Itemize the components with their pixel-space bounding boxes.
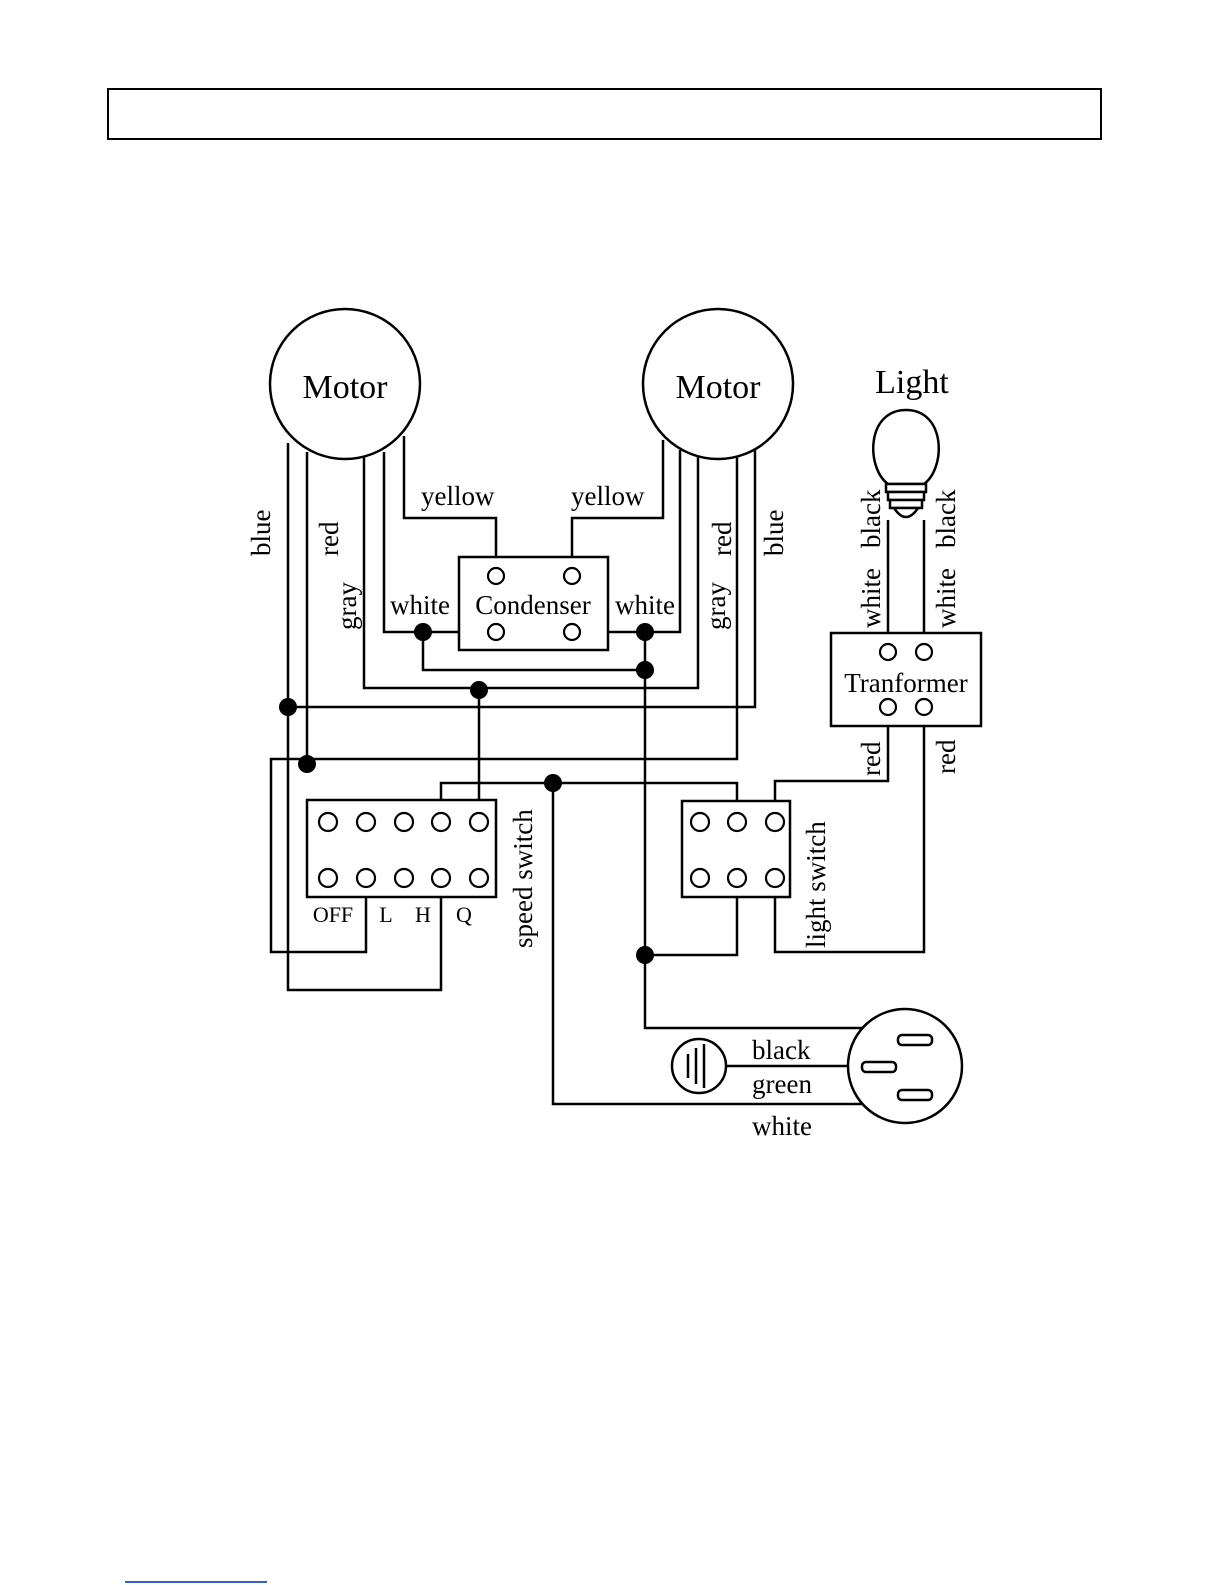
motor-left: Motor	[270, 309, 420, 459]
label-red-left: red	[314, 521, 344, 556]
label-light-black-left: black	[856, 489, 886, 548]
condenser-label: Condenser	[475, 590, 590, 620]
label-plug-green: green	[752, 1069, 812, 1099]
label-transformer-red-right: red	[931, 739, 961, 774]
transformer-label: Tranformer	[844, 668, 967, 698]
label-white-left: white	[390, 590, 450, 620]
label-white-right: white	[615, 590, 675, 620]
wire-red-transformer-right	[775, 707, 924, 952]
label-plug-black: black	[752, 1035, 811, 1065]
speed-switch-label: speed switch	[508, 809, 538, 948]
light-label: Light	[875, 364, 949, 401]
wires	[271, 436, 924, 1104]
label-red-right: red	[707, 521, 737, 556]
speed-switch-box	[307, 800, 496, 897]
speed-pos-q: Q	[456, 902, 472, 927]
label-blue-left: blue	[246, 509, 276, 556]
speed-pos-off: OFF	[313, 902, 353, 927]
transformer-box: Tranformer	[831, 633, 981, 726]
motor-right: Motor	[643, 309, 793, 459]
label-light-white-right: white	[931, 568, 961, 628]
label-light-white-left: white	[856, 568, 886, 628]
motor-left-label: Motor	[303, 369, 389, 406]
condenser-box: Condenser	[459, 557, 608, 650]
light-switch-box	[682, 801, 790, 897]
label-transformer-red-left: red	[856, 741, 886, 776]
motor-right-label: Motor	[676, 369, 762, 406]
speed-pos-l: L	[379, 902, 392, 927]
speed-pos-h: H	[415, 902, 431, 927]
ground-icon	[672, 1039, 726, 1093]
label-blue-right: blue	[759, 509, 789, 556]
label-yellow-right: yellow	[571, 481, 645, 511]
light-switch-label: light switch	[801, 821, 831, 948]
label-light-black-right: black	[931, 489, 961, 548]
label-yellow-left: yellow	[421, 481, 495, 511]
plug-icon	[848, 1009, 962, 1123]
footer-rule	[125, 1581, 267, 1583]
label-gray-right: gray	[701, 582, 731, 630]
label-gray-left: gray	[332, 582, 362, 630]
label-plug-white: white	[752, 1111, 812, 1141]
